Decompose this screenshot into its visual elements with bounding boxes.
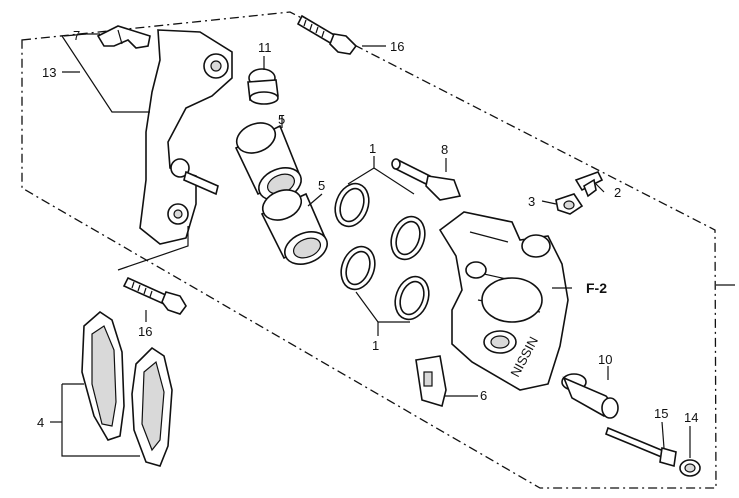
callout-10: 10	[598, 352, 612, 367]
callout-16-top: 16	[390, 39, 404, 54]
callout-11: 11	[258, 40, 272, 55]
callout-15: 15	[654, 406, 668, 421]
callout-8: 8	[441, 142, 448, 157]
callout-13: 13	[42, 65, 56, 80]
pad-shim	[415, 355, 447, 408]
pad-pin-bolt	[605, 426, 677, 468]
pin-bushing	[561, 373, 619, 419]
caliper-bracket	[139, 29, 233, 245]
callout-2: 2	[614, 185, 621, 200]
callout-1-bottom: 1	[372, 338, 379, 353]
pin-boot	[247, 68, 279, 105]
pin-plug	[679, 459, 701, 477]
brake-pad-left	[81, 310, 125, 441]
pad-spring-clip	[96, 25, 151, 49]
bleeder-cap	[555, 193, 584, 215]
callout-14: 14	[684, 410, 698, 425]
callout-5-top: 5	[278, 112, 285, 127]
caliper-body: NISSIN	[438, 211, 569, 391]
callout-7: 7	[73, 28, 80, 43]
leader-lines	[50, 33, 691, 458]
assembly-outline	[21, 11, 717, 489]
callout-6: 6	[480, 388, 487, 403]
caliper-bolt-top	[296, 14, 358, 55]
callout-4: 4	[37, 415, 44, 430]
callout-16-bottom: 16	[138, 324, 152, 339]
piston-bottom	[260, 189, 328, 265]
callout-5-mid: 5	[318, 178, 325, 193]
piston-seals	[334, 182, 430, 321]
slide-pin	[391, 158, 462, 201]
caliper-bolt-bottom	[122, 276, 187, 315]
bleed-valve	[574, 171, 604, 198]
callout-ref-f2: F-2	[586, 280, 607, 296]
callout-3: 3	[528, 194, 535, 209]
callout-1-top: 1	[369, 141, 376, 156]
brake-pad-right	[131, 346, 173, 467]
